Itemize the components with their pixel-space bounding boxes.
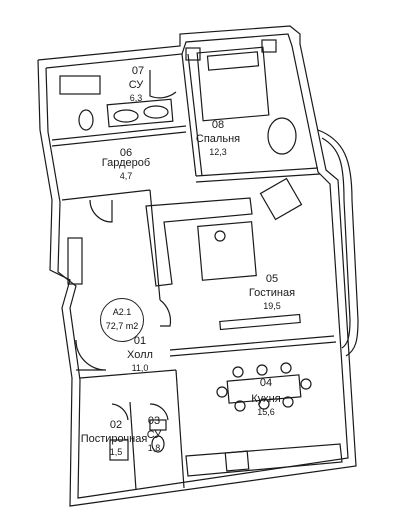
bedside-right [261, 39, 277, 53]
room-08-number: 08 [211, 119, 225, 131]
toilet [78, 109, 94, 131]
room-07-name: СУ [128, 79, 144, 91]
room-02-area: 1,5 [109, 447, 123, 457]
lamp [214, 230, 226, 242]
wall-bed-living-2 [195, 173, 321, 183]
door-hall [159, 299, 172, 327]
wall-kitchen-west [175, 369, 185, 489]
kitchen-counter [185, 443, 343, 477]
window-bay [317, 129, 359, 357]
room-06-area: 4,7 [119, 171, 133, 181]
apartment-badge: A2.1 72,7 m2 [100, 298, 144, 342]
chair-7 [216, 386, 228, 398]
door-wardrobe [89, 199, 113, 223]
room-07-number: 07 [131, 65, 145, 77]
wall-hall-living [149, 189, 161, 301]
apartment-code: A2.1 [112, 307, 132, 317]
bedside-left [185, 47, 201, 61]
room-01-name: Холл [127, 349, 153, 361]
chair-8 [300, 378, 312, 390]
room-02-number: 02 [109, 419, 123, 431]
room-06-number: 06 [119, 147, 133, 159]
bed [196, 46, 270, 122]
room-03-area: 1,8 [147, 443, 161, 453]
chair-5 [258, 398, 270, 410]
armchair-bedroom [267, 117, 297, 155]
outer-wall [37, 25, 357, 507]
wall-bath-bed [181, 53, 197, 177]
room-03-name: СУ [146, 429, 162, 441]
wall-bed-living [195, 167, 319, 177]
wall-laundry-bath [129, 401, 137, 491]
chair-3 [280, 362, 292, 374]
wall-wardrobe-hall [61, 189, 151, 201]
chair-6 [282, 396, 294, 408]
wall-living-kitchen [169, 335, 335, 351]
room-04-name: Кухня [251, 393, 281, 405]
shower [59, 75, 101, 95]
apartment-total-area: 72,7 m2 [105, 321, 139, 331]
wall-bath-wardrobe [51, 125, 187, 141]
room-05-number: 05 [265, 273, 279, 285]
room-05-area: 19,5 [263, 301, 281, 311]
chair-4 [234, 400, 246, 412]
armchair-living [259, 177, 303, 221]
door-entry [75, 339, 107, 371]
sink-left [113, 109, 139, 123]
window-bay-inner [321, 137, 351, 349]
sink-right [143, 105, 169, 119]
door-laundry [111, 403, 129, 421]
sink-2 [149, 419, 167, 431]
room-05-name: Гостиная [248, 287, 296, 299]
room-04-area: 15,6 [257, 407, 275, 417]
door-bath [149, 70, 177, 99]
room-04-number: 04 [259, 377, 273, 389]
dining-table [226, 374, 302, 404]
room-02-name: Постирочная [80, 433, 148, 445]
sofa [145, 197, 253, 287]
stove [224, 450, 250, 472]
room-03-number: 03 [147, 415, 161, 427]
chair-2 [256, 364, 268, 376]
coffee-table [197, 221, 257, 281]
outer-wall-inner [45, 33, 349, 499]
vanity [106, 98, 174, 128]
wall-bath-wardrobe-2 [51, 131, 187, 147]
room-01-number: 01 [133, 335, 147, 347]
pillows [206, 51, 260, 71]
wall-bath-bed-2 [187, 53, 203, 177]
toilet-2 [151, 435, 165, 453]
room-01-area: 11,0 [131, 363, 149, 373]
washer [109, 439, 129, 461]
wall-living-kitchen-2 [169, 341, 337, 357]
room-08-name: Спальня [195, 133, 241, 145]
radiator [67, 237, 83, 285]
room-07-area: 6,3 [129, 93, 143, 103]
tv-stand [219, 313, 301, 331]
chair-1 [232, 366, 244, 378]
room-08-area: 12,3 [209, 147, 227, 157]
room-06-name: Гардероб [101, 157, 151, 169]
wall-hall-bath [79, 369, 177, 379]
door-bath2 [149, 403, 169, 421]
